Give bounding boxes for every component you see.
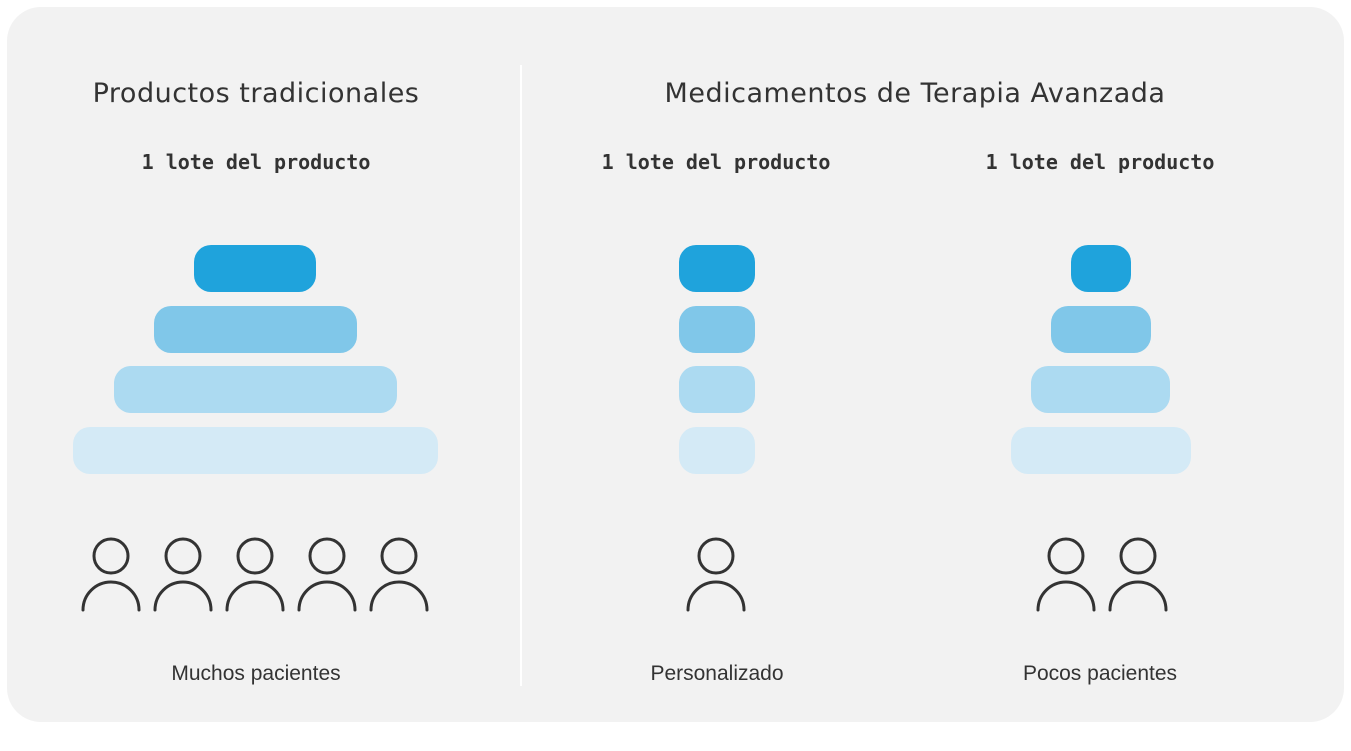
batch-bar-level-2 [1051, 306, 1151, 353]
lot-label-personalized: 1 lote del producto [601, 150, 831, 174]
section-divider [520, 65, 522, 686]
batch-bar-level-1 [679, 245, 755, 292]
person-outline-icon [369, 537, 429, 612]
batch-bar-level-3 [679, 366, 755, 413]
caption-many-patients: Muchos pacientes [171, 662, 341, 685]
batch-bar-level-1 [1071, 245, 1131, 292]
batch-bar-level-4 [73, 427, 438, 474]
batch-bar-level-3 [1031, 366, 1170, 413]
person-outline-icon [81, 537, 141, 612]
patients-group-single [686, 537, 746, 612]
person-outline-icon [1108, 537, 1168, 612]
comparison-card [7, 7, 1344, 722]
traditional-products-title: Productos tradicionales [92, 78, 420, 109]
patients-group-few [1036, 537, 1168, 612]
person-outline-icon [1036, 537, 1096, 612]
lot-label-few-patients: 1 lote del producto [985, 150, 1215, 174]
batch-bar-level-2 [154, 306, 357, 353]
caption-few-patients: Pocos pacientes [1022, 662, 1178, 685]
lot-label-traditional: 1 lote del producto [141, 150, 371, 174]
patients-group-many [81, 537, 429, 612]
batch-bar-level-2 [679, 306, 755, 353]
advanced-therapy-title: Medicamentos de Terapia Avanzada [664, 78, 1166, 109]
person-outline-icon [686, 537, 746, 612]
caption-personalized: Personalizado [650, 662, 784, 685]
batch-bar-level-4 [1011, 427, 1191, 474]
person-outline-icon [153, 537, 213, 612]
person-outline-icon [297, 537, 357, 612]
person-outline-icon [225, 537, 285, 612]
batch-bar-level-1 [194, 245, 316, 292]
batch-bar-level-4 [679, 427, 755, 474]
batch-bar-level-3 [114, 366, 397, 413]
